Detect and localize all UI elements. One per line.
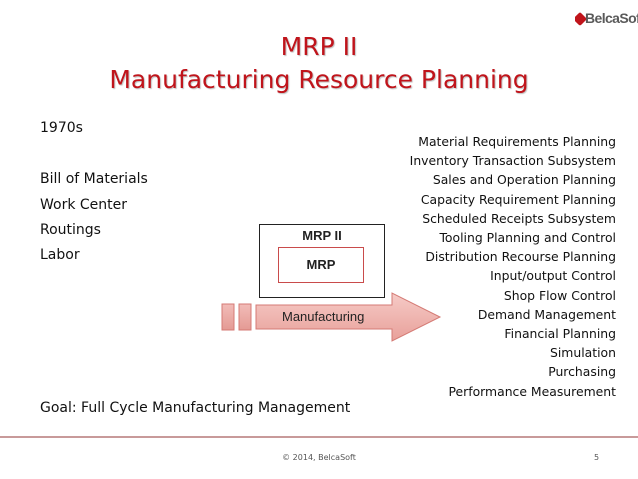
belcasoft-emblem-icon	[575, 12, 587, 26]
page-number: 5	[594, 453, 600, 462]
mrp-label: MRP	[306, 257, 336, 272]
goal-text: Goal: Full Cycle Manufacturing Managemen…	[40, 400, 351, 416]
bar-shape	[221, 303, 235, 331]
logo-wordmark: BelcaSoft	[585, 10, 638, 26]
list-item: Input/output Control	[490, 268, 616, 284]
mrp2-label: MRP II	[302, 228, 342, 243]
list-item: Shop Flow Control	[503, 287, 616, 303]
list-item: Simulation	[549, 345, 616, 361]
list-item: Performance Measurement	[448, 383, 616, 399]
list-item: Scheduled Receipts Subsystem	[422, 210, 616, 226]
left-item-labor: Labor	[40, 247, 80, 263]
list-item: Financial Planning	[504, 326, 616, 342]
year-label: 1970s	[40, 120, 83, 136]
mrp-box: MRP	[278, 247, 364, 283]
list-item: Sales and Operation Planning	[432, 172, 616, 188]
list-item: Purchasing	[548, 364, 616, 380]
footer-copyright: © 2014, BelcaSoft	[282, 453, 356, 462]
bar-shape	[238, 303, 252, 331]
left-item-routings: Routings	[40, 222, 101, 238]
list-item: Capacity Requirement Planning	[420, 191, 616, 207]
slide-subtitle: Manufacturing Resource Planning	[109, 65, 529, 94]
list-item: Distribution Recourse Planning	[425, 249, 616, 265]
mrp2-box: MRP II MRP	[259, 224, 385, 298]
list-item: Material Requirements Planning	[418, 134, 616, 149]
list-item: Demand Management	[477, 306, 616, 322]
left-item-bom: Bill of Materials	[40, 171, 148, 187]
slide-title: MRP II	[280, 32, 358, 61]
left-item-work-center: Work Center	[40, 197, 128, 213]
list-item: Inventory Transaction Subsystem	[409, 153, 616, 169]
mrp2-feature-list: Material Requirements Planning Inventory…	[316, 132, 616, 401]
list-item: Tooling Planning and Control	[439, 230, 616, 246]
footer-divider	[0, 436, 638, 438]
arrow-label: Manufacturing	[282, 309, 365, 324]
